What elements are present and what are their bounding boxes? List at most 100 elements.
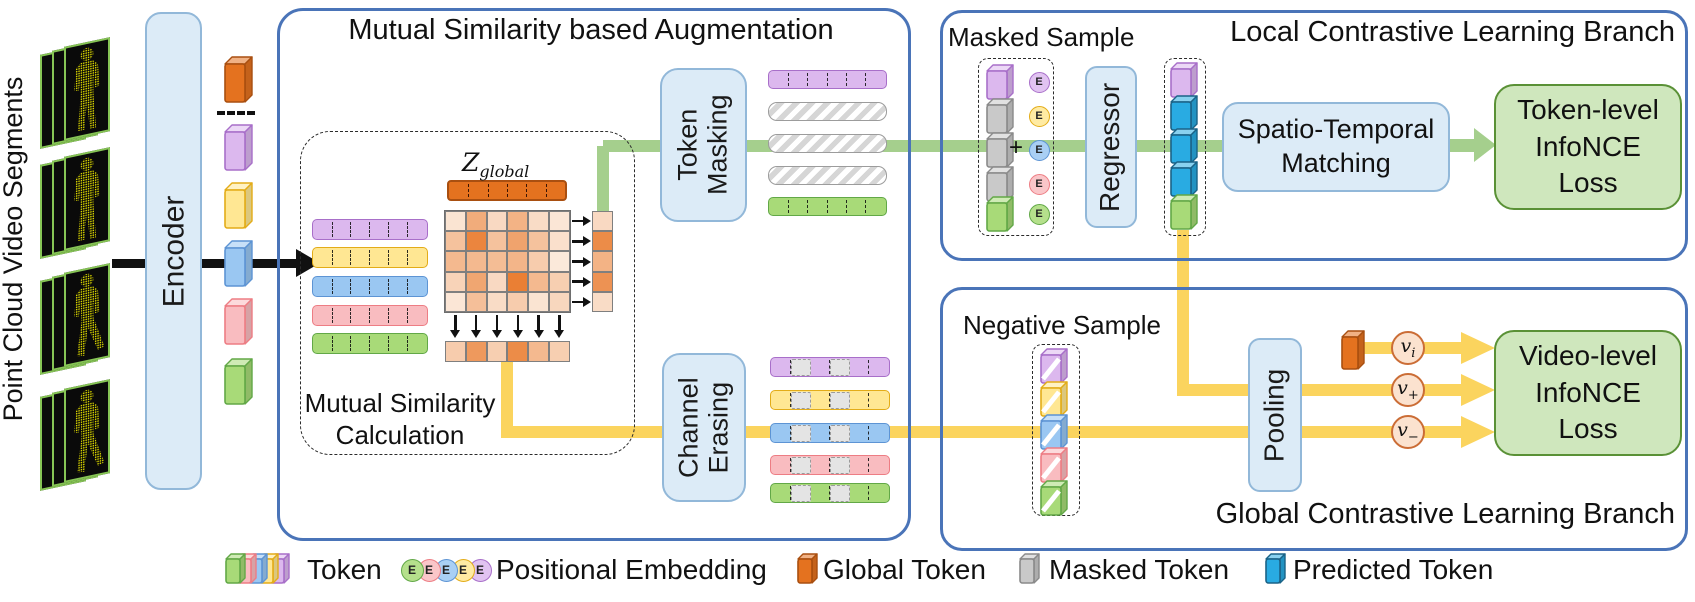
masked-token-row bbox=[768, 102, 887, 121]
cell-separator bbox=[331, 336, 333, 351]
erased-cell bbox=[830, 391, 850, 409]
cell-separator bbox=[406, 222, 408, 237]
heatmap-cell bbox=[465, 231, 487, 252]
kept-token-row-green bbox=[768, 197, 887, 216]
point-cloud-frame bbox=[64, 379, 110, 483]
masked-sample-token-green bbox=[986, 196, 1014, 232]
channel-weight-cell bbox=[445, 341, 466, 362]
cell-separator bbox=[331, 250, 333, 265]
cell-separator bbox=[331, 308, 333, 323]
channel-erasing-line1: Channel bbox=[673, 377, 704, 478]
heatmap-cell bbox=[445, 251, 466, 272]
negative-sample-label: Negative Sample bbox=[963, 310, 1161, 340]
vplus-text: v+ bbox=[1397, 377, 1419, 403]
cell-separator bbox=[369, 279, 371, 294]
z-global-sub: global bbox=[479, 162, 530, 181]
heatmap-cell bbox=[486, 211, 508, 232]
point-cloud-person bbox=[74, 389, 105, 473]
heatmap-cell bbox=[549, 231, 570, 252]
masked-sample-label: Masked Sample bbox=[948, 22, 1135, 52]
yellow-connector-vertical-predicted bbox=[1177, 230, 1189, 396]
token-loss-line2: InfoNCE bbox=[1535, 130, 1641, 162]
small-arrow-head bbox=[583, 276, 591, 287]
token-masking-line2: Masking bbox=[702, 94, 733, 196]
predicted-token-green bbox=[1170, 194, 1198, 230]
negative-token-pink bbox=[1040, 447, 1068, 483]
cell-separator bbox=[387, 222, 389, 237]
vminus-arrow-head bbox=[1461, 416, 1495, 448]
point-cloud-video-segments-label: Point Cloud Video Segments bbox=[0, 76, 28, 422]
erased-token-row-pink bbox=[770, 455, 890, 475]
cell-separator bbox=[829, 458, 831, 472]
legend-embedding-green: E bbox=[400, 558, 424, 582]
input-token-row-pink bbox=[312, 305, 428, 326]
heatmap-cell bbox=[507, 231, 529, 252]
erased-cell bbox=[791, 358, 811, 376]
masked-sample-token-gray bbox=[986, 166, 1014, 202]
cell-separator bbox=[350, 250, 352, 265]
positional-embedding-blue: E bbox=[1028, 139, 1050, 161]
video-loss-line1: Video-level bbox=[1518, 340, 1658, 372]
token-3d-green bbox=[224, 358, 253, 405]
legend-label-token: Token bbox=[307, 554, 382, 585]
small-arrow-head bbox=[583, 296, 591, 307]
erased-cell bbox=[830, 484, 850, 502]
mutual-similarity-calc-label-2: Calculation bbox=[335, 420, 465, 450]
point-cloud-frame bbox=[64, 147, 110, 251]
cell-separator bbox=[829, 486, 831, 500]
cell-separator bbox=[790, 486, 792, 500]
cell-separator bbox=[350, 336, 352, 351]
heatmap-cell bbox=[528, 211, 549, 232]
small-arrow-head bbox=[471, 330, 482, 338]
cell-separator bbox=[788, 200, 790, 213]
cell-separator bbox=[406, 250, 408, 265]
predicted-token-blue_predicted bbox=[1170, 95, 1198, 131]
z-global-bar bbox=[447, 180, 567, 201]
pooling-box: Pooling bbox=[1248, 338, 1302, 492]
channel-weight-cell bbox=[465, 341, 487, 362]
small-arrow-shaft bbox=[495, 315, 499, 331]
heatmap-cell bbox=[528, 251, 549, 272]
cell-separator bbox=[369, 222, 371, 237]
token-masking-label: Token Masking bbox=[673, 94, 733, 196]
erased-cell bbox=[830, 424, 850, 442]
cell-separator bbox=[790, 458, 792, 472]
token-3d-purple bbox=[224, 124, 253, 171]
small-arrow-shaft bbox=[572, 260, 584, 263]
erased-cell bbox=[791, 391, 811, 409]
cell-separator bbox=[487, 184, 489, 197]
cell-separator bbox=[829, 393, 831, 407]
mutual-similarity-calc-box bbox=[300, 131, 635, 455]
small-arrow-shaft bbox=[558, 315, 561, 331]
heatmap-cell bbox=[528, 291, 549, 312]
small-arrow-shaft bbox=[474, 315, 478, 331]
z-global-label: Zglobal bbox=[462, 148, 529, 181]
heatmap-cell bbox=[445, 291, 466, 312]
small-arrow-head bbox=[450, 330, 461, 338]
encoder-box: Encoder bbox=[145, 12, 202, 490]
cell-separator bbox=[331, 279, 333, 294]
small-arrow-head bbox=[512, 330, 523, 338]
erased-token-row-green bbox=[770, 483, 890, 503]
matching-line1: Spatio-Temporal bbox=[1237, 114, 1435, 145]
masked-token-row bbox=[768, 166, 887, 185]
point-cloud-person bbox=[74, 47, 100, 132]
small-arrow-shaft bbox=[537, 315, 540, 331]
positional-embedding-green: E bbox=[1028, 203, 1050, 225]
token-level-infonce-loss-box: Token-level InfoNCE Loss bbox=[1494, 84, 1682, 210]
channel-weight-cell bbox=[528, 341, 549, 362]
small-arrow-shaft bbox=[454, 315, 457, 331]
erased-token-row-purple bbox=[770, 357, 890, 377]
token-weight-cell bbox=[592, 251, 613, 272]
pooling-label: Pooling bbox=[1258, 368, 1290, 462]
channel-erasing-line2: Erasing bbox=[703, 381, 734, 474]
cell-separator bbox=[350, 308, 352, 323]
channel-erasing-box: Channel Erasing bbox=[662, 353, 746, 502]
small-arrow-shaft bbox=[572, 300, 584, 304]
token-3d-blue bbox=[224, 240, 253, 287]
token-weight-cell bbox=[592, 291, 613, 312]
point-cloud-person bbox=[74, 273, 105, 357]
heatmap-cell bbox=[465, 271, 487, 292]
small-arrow-shaft bbox=[572, 219, 584, 223]
mutual-similarity-calc-label-1: Mutual Similarity bbox=[304, 388, 496, 418]
